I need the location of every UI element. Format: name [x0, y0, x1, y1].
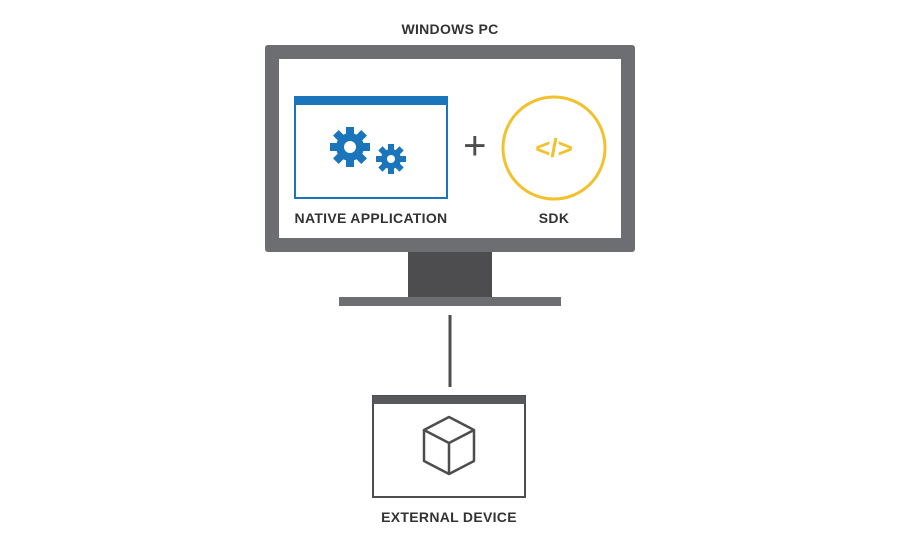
device-titlebar: [373, 396, 525, 404]
native-application-window: [294, 96, 448, 199]
plus-sign: +: [463, 124, 487, 168]
sdk-circle: [501, 95, 607, 201]
app-window-titlebar: [295, 97, 447, 105]
sdk-label: SDK: [538, 210, 570, 226]
windows-pc-title: WINDOWS PC: [401, 21, 499, 37]
code-icon: </>: [535, 133, 573, 163]
cube-icon: [422, 415, 476, 476]
gears-icon: [330, 127, 406, 174]
native-application-label: NATIVE APPLICATION: [294, 210, 448, 226]
monitor-neck: [408, 252, 492, 297]
monitor-base: [339, 297, 561, 306]
sdk-badge: </>: [501, 95, 607, 201]
app-window-frame: [294, 96, 448, 199]
external-device-window: [372, 395, 526, 498]
external-device-label: EXTERNAL DEVICE: [381, 509, 517, 525]
